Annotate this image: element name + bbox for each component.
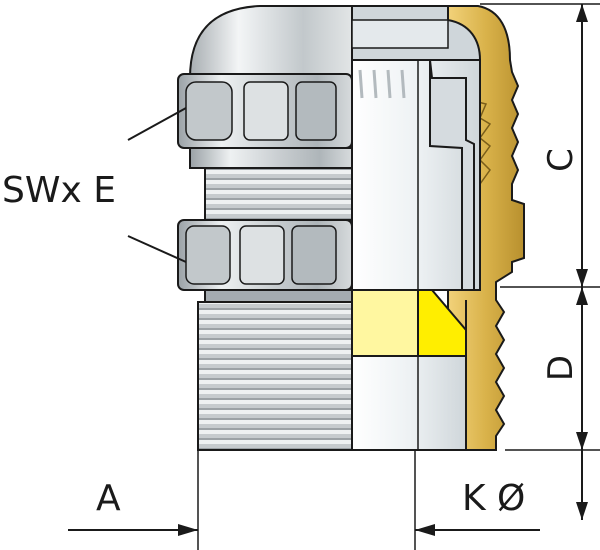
lower-ring bbox=[204, 289, 353, 303]
wrench-size-label: SWx E bbox=[2, 170, 116, 211]
seal-pale bbox=[351, 289, 419, 357]
entry-thread bbox=[197, 301, 353, 451]
cross-section bbox=[351, 5, 525, 451]
upper-collar bbox=[189, 147, 353, 169]
exterior-view bbox=[177, 5, 353, 451]
dimension-c-label: C bbox=[541, 148, 581, 172]
clamp-wall bbox=[429, 59, 475, 291]
dimension-a-label: A bbox=[96, 478, 121, 519]
dimension-d-label: D bbox=[541, 355, 581, 381]
middle-thread bbox=[204, 167, 353, 221]
wrench-leaders bbox=[127, 107, 187, 263]
dimension-lines bbox=[68, 3, 600, 550]
dome-cap bbox=[188, 5, 353, 79]
lower-bore bbox=[351, 355, 467, 451]
dimension-k-label: K Ø bbox=[462, 478, 525, 519]
